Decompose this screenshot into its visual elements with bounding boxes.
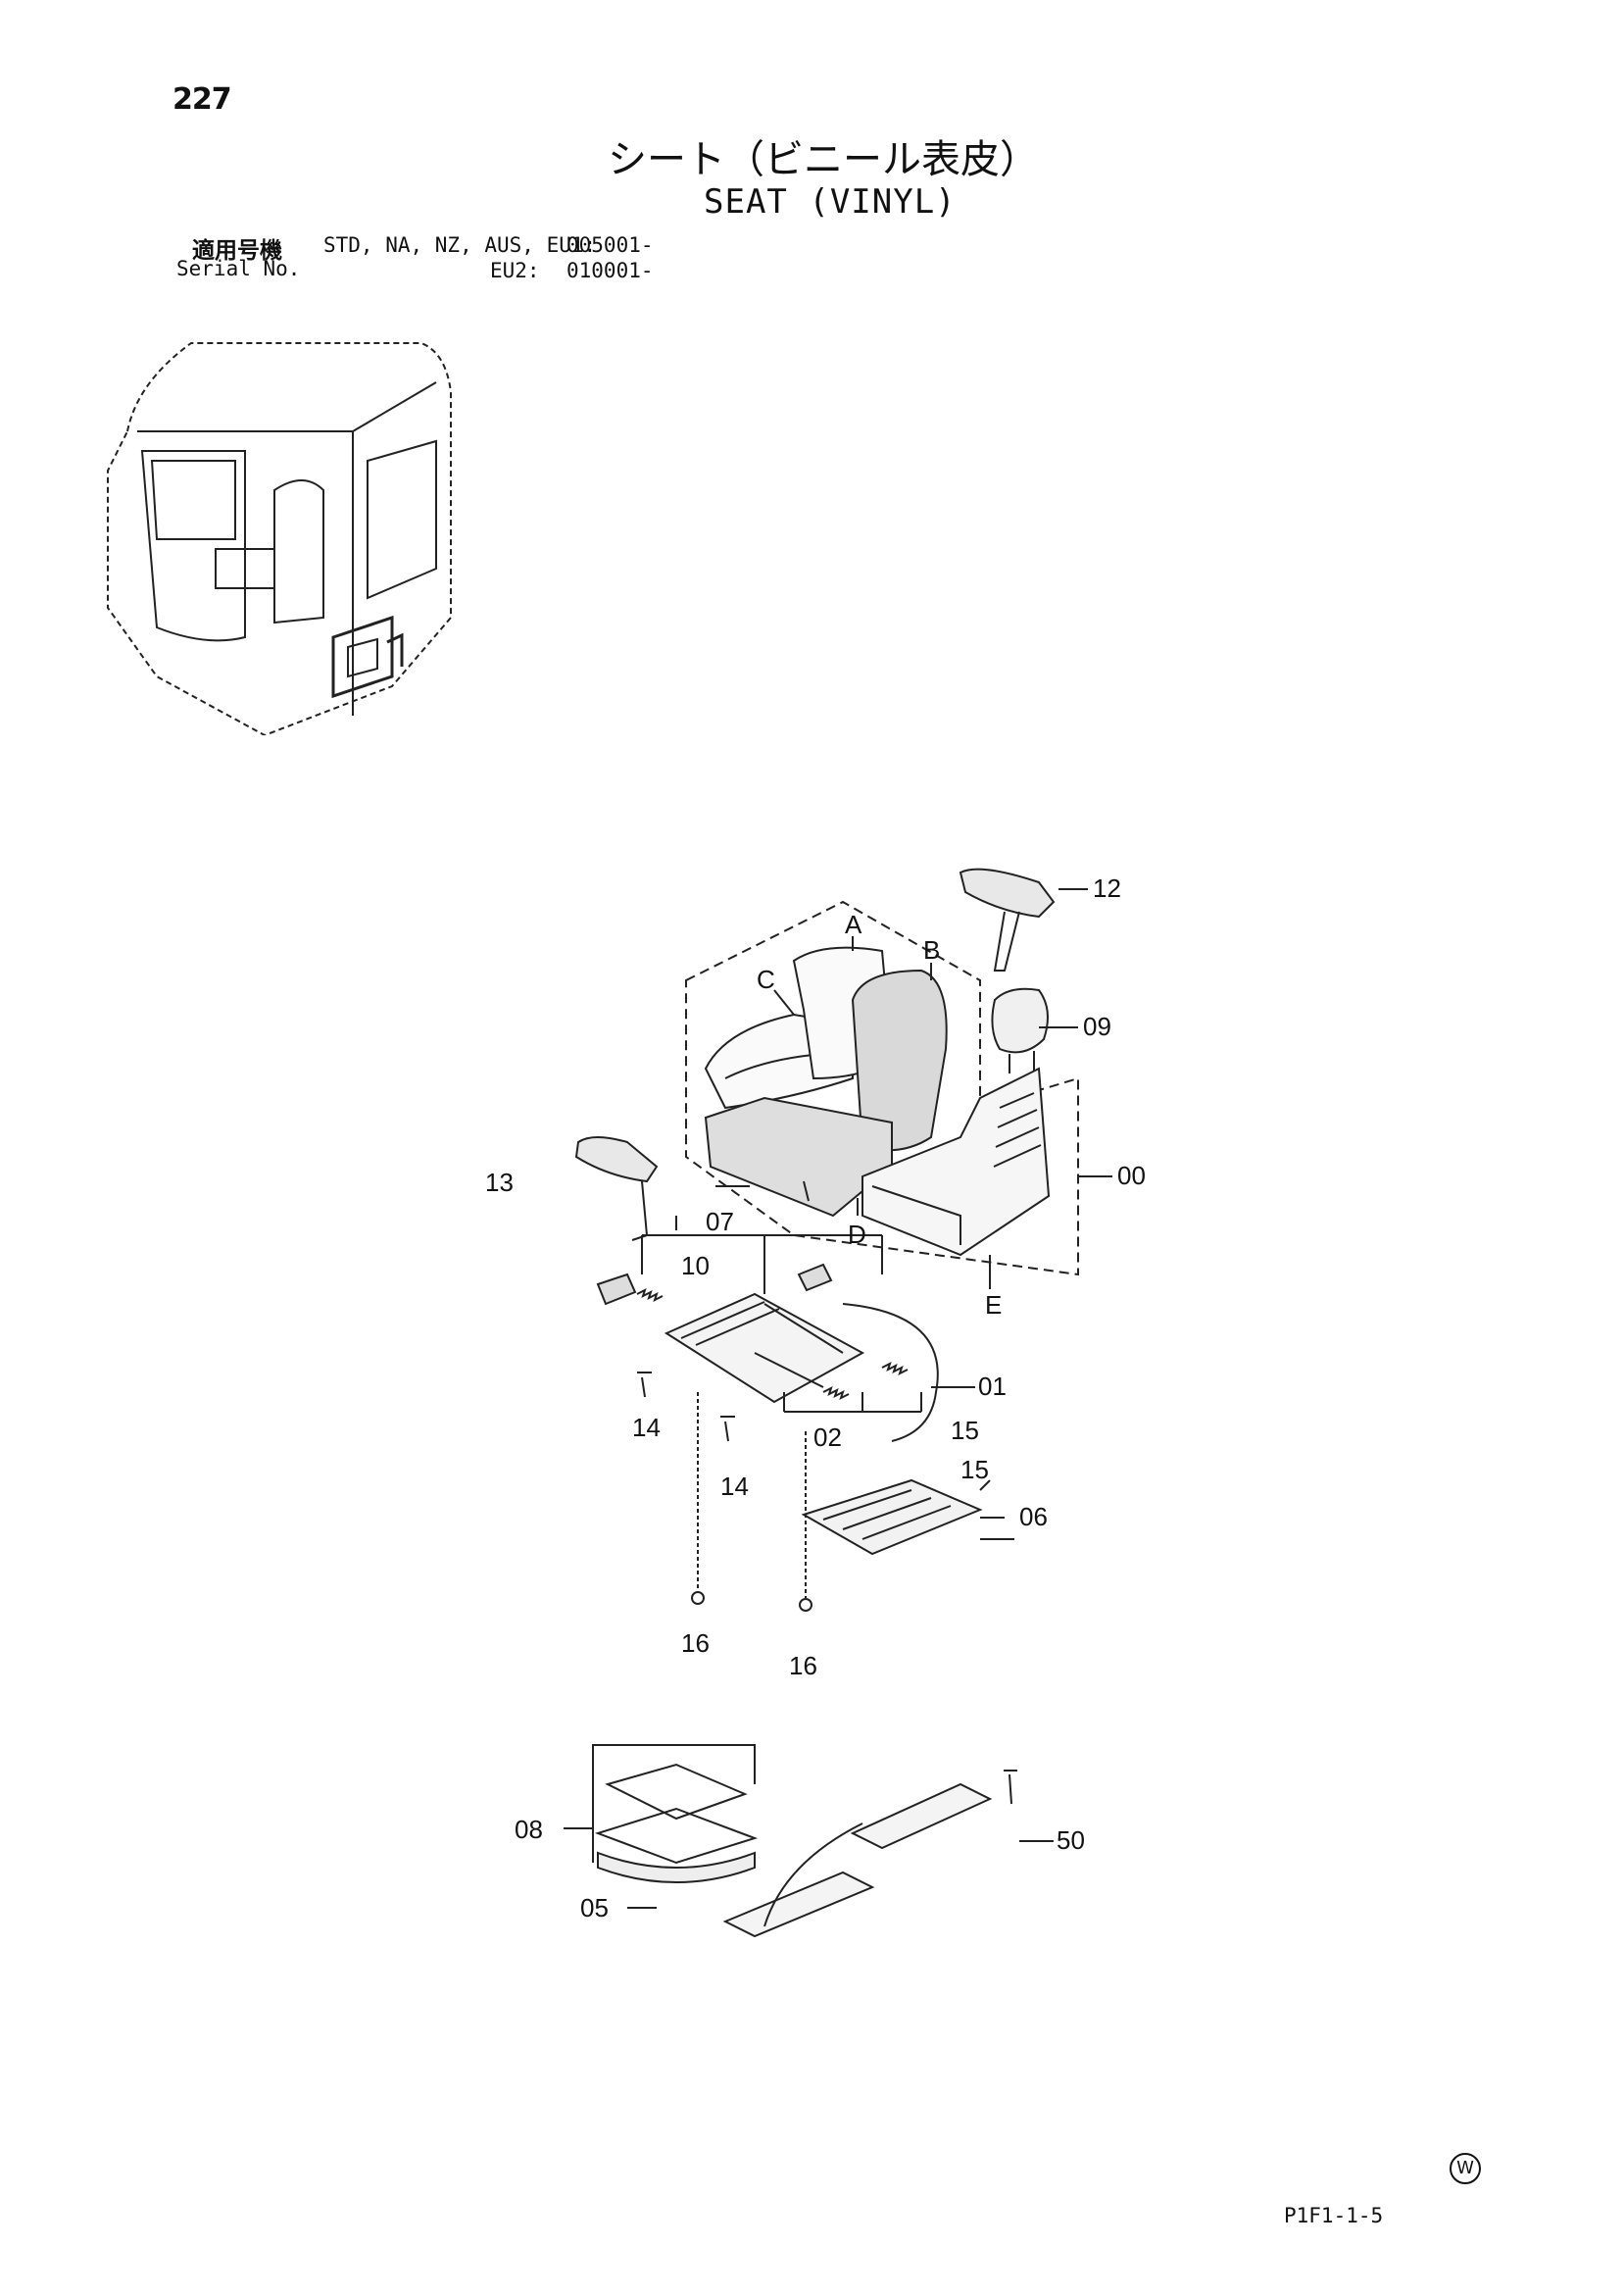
- slide-rail-frame: [664, 1292, 865, 1404]
- callout-50: 50: [1057, 1825, 1085, 1855]
- headrest: [991, 987, 1049, 1054]
- callout-08: 08: [515, 1815, 543, 1844]
- callout-00: 00: [1117, 1161, 1146, 1190]
- serial-models-row2: EU2:: [490, 259, 540, 282]
- suspension-kit: [605, 1763, 748, 1821]
- control-cable: [842, 1303, 939, 1442]
- slide-rails: [722, 1871, 875, 1938]
- callout-12: 12: [1093, 873, 1121, 903]
- seat-frame: [861, 1067, 1051, 1257]
- bolt: [637, 1372, 652, 1398]
- spring: [636, 1288, 664, 1302]
- callout-02: 02: [813, 1423, 842, 1452]
- callout-C: C: [757, 965, 775, 994]
- washer: [691, 1591, 705, 1605]
- page-title-english: SEAT (VINYL): [704, 182, 957, 222]
- seat-assembly-dashed-boundary: [685, 900, 1079, 1276]
- callout-14-left: 14: [632, 1413, 661, 1442]
- serial-label-english: Serial No.: [176, 257, 301, 280]
- callout-07: 07: [706, 1207, 734, 1236]
- callout-10: 10: [681, 1251, 710, 1280]
- serial-label-japanese: 適用号機: [192, 238, 282, 264]
- page-title-japanese: シート（ビニール表皮）: [608, 137, 1039, 182]
- page-number: 227: [172, 82, 232, 117]
- bolt-50: [1004, 1770, 1017, 1805]
- bracket-left: [596, 1273, 637, 1306]
- figure-code: P1F1-1-5: [1284, 2204, 1384, 2227]
- callout-15-lower: 15: [960, 1455, 989, 1484]
- callout-15-upper: 15: [951, 1416, 979, 1445]
- callout-14-right: 14: [720, 1472, 749, 1501]
- callout-01: 01: [978, 1372, 1007, 1401]
- base-plate: [801, 1478, 983, 1556]
- serial-value-row2: 010001-: [566, 259, 654, 282]
- serial-value-row1: 005001-: [566, 233, 654, 257]
- callout-D: D: [848, 1220, 866, 1249]
- callout-16-left: 16: [681, 1628, 710, 1658]
- callout-E: E: [985, 1290, 1002, 1320]
- armrest-left: [574, 1136, 659, 1183]
- callout-A: A: [845, 910, 862, 939]
- cab-location-thumbnail: [107, 342, 452, 735]
- callout-13: 13: [485, 1168, 514, 1197]
- callout-09: 09: [1083, 1012, 1111, 1041]
- seat-back-cover: [851, 969, 948, 1152]
- w-mark-symbol: W: [1450, 2153, 1481, 2184]
- callout-B: B: [923, 935, 940, 965]
- bracket-right: [797, 1263, 833, 1292]
- callout-05: 05: [580, 1893, 609, 1922]
- callout-06: 06: [1019, 1502, 1048, 1531]
- callout-16-right: 16: [789, 1651, 817, 1680]
- exploded-parts-diagram: 12 09 00 13 07 10 01 14 14 02 15 15 06 1…: [485, 868, 1146, 1938]
- armrest-right: [959, 868, 1056, 919]
- serial-models-row1: STD, NA, NZ, AUS, EU1:: [323, 233, 597, 257]
